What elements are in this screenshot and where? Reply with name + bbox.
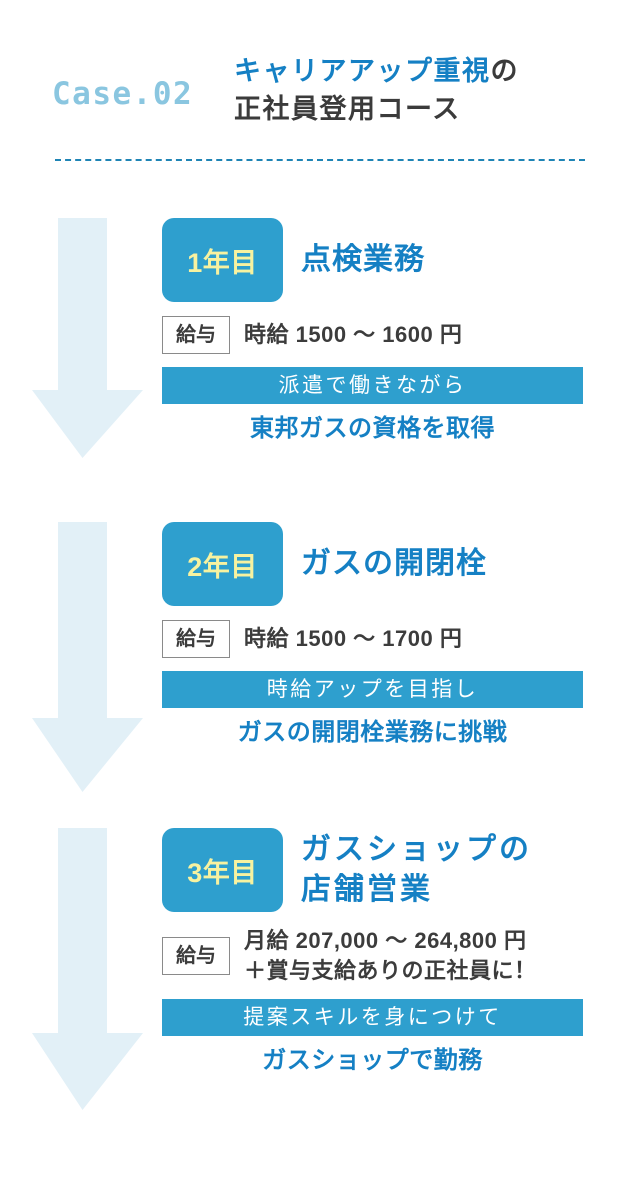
flow-arrow-2 [32, 522, 143, 792]
header: Case.02 キャリアアップ重視の 正社員登用コース [0, 0, 641, 160]
step-block-year-2: 2年目 ガスの開閉栓 給与 時給 1500 〜 1700 円 時給アップを目指し… [162, 522, 583, 749]
step-1-year-badge: 1年目 [162, 218, 283, 302]
step-1-salary-label: 給与 [162, 316, 230, 354]
page-title-line-1: キャリアアップ重視の [234, 52, 634, 90]
step-3-salary-value: 月給 207,000 〜 264,800 円 ＋賞与支給ありの正社員に！ [244, 928, 537, 983]
step-2-header: 2年目 ガスの開閉栓 [162, 522, 583, 606]
step-2-caption-sub: ガスの開閉栓業務に挑戦 [237, 719, 508, 746]
step-3-title: ガスショップの 店舗営業 [301, 833, 532, 906]
page-title: キャリアアップ重視の 正社員登用コース [234, 52, 634, 128]
step-1-title: 点検業務 [301, 243, 425, 276]
page-title-accent: キャリアアップ重視 [234, 56, 491, 86]
step-2-title: ガスの開閉栓 [301, 547, 487, 580]
step-1-salary-value: 時給 1500 〜 1600 円 [244, 322, 463, 347]
step-1-header: 1年目 点検業務 [162, 218, 583, 302]
step-2-salary-row: 給与 時給 1500 〜 1700 円 [162, 620, 583, 658]
step-1-salary-row: 給与 時給 1500 〜 1600 円 [162, 316, 583, 354]
page-title-suffix: の [490, 56, 519, 86]
step-3-salary-row: 給与 月給 207,000 〜 264,800 円 ＋賞与支給ありの正社員に！ [162, 926, 583, 986]
case-number-label: Case.02 [52, 76, 194, 112]
flow-arrow-1 [32, 218, 143, 458]
step-1-caption-bar: 派遣で働きながら [162, 367, 583, 404]
step-3-year-badge: 3年目 [162, 828, 283, 912]
step-block-year-3: 3年目 ガスショップの 店舗営業 給与 月給 207,000 〜 264,800… [162, 828, 583, 1077]
step-2-salary-label: 給与 [162, 620, 230, 658]
header-divider [55, 159, 585, 161]
step-2-year-badge: 2年目 [162, 522, 283, 606]
step-2-salary-value: 時給 1500 〜 1700 円 [244, 626, 463, 651]
step-1-caption-sub: 東邦ガスの資格を取得 [250, 415, 495, 442]
step-block-year-1: 1年目 点検業務 給与 時給 1500 〜 1600 円 派遣で働きながら 東邦… [162, 218, 583, 445]
flow-arrow-3 [32, 828, 143, 1110]
page-title-line-2: 正社員登用コース [234, 94, 461, 124]
step-3-caption-bar: 提案スキルを身につけて [162, 999, 583, 1036]
step-3-header: 3年目 ガスショップの 店舗営業 [162, 828, 583, 912]
step-3-salary-label: 給与 [162, 937, 230, 975]
step-2-caption-bar: 時給アップを目指し [162, 671, 583, 708]
step-3-caption-sub: ガスショップで勤務 [262, 1047, 483, 1074]
